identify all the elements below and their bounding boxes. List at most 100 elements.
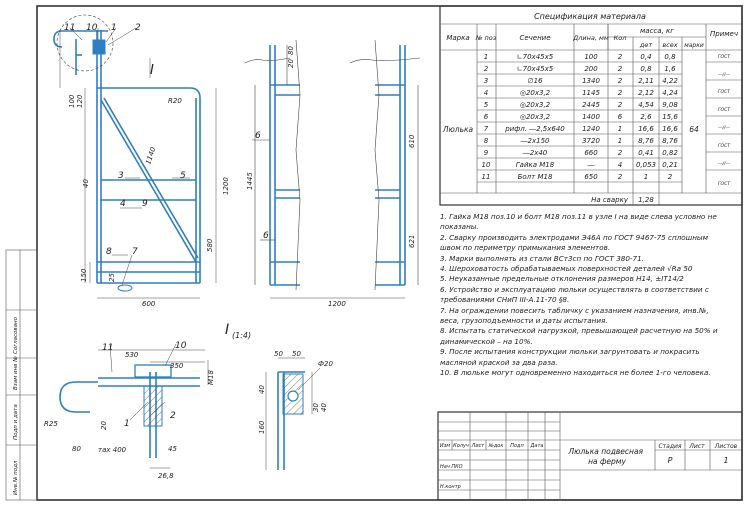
fv-detail-mark: I: [150, 63, 154, 78]
spec-cell-section: ∟70х45х5: [517, 53, 554, 61]
tb-col-list: Лист: [471, 443, 486, 449]
note-item: 4. Шероховатость обрабатываемых поверхно…: [440, 264, 693, 274]
fv-dim-600: 600: [142, 300, 156, 308]
spec-cell-length: 1240: [582, 125, 600, 133]
spec-weld-label: На сварку: [591, 196, 629, 204]
spec-cell-m2: 16,6: [662, 125, 678, 133]
node-dim-m18: М18: [207, 370, 215, 385]
spec-cell-qty: 2: [618, 149, 623, 157]
note-item: 6. Устройство и эксплуатацию люльки осущ…: [440, 284, 709, 305]
spec-cell-m2: 0,82: [662, 149, 678, 157]
tb-col-izm: Изм: [440, 443, 450, 449]
fv-dim-1140: 1140: [144, 146, 157, 166]
fv-callout-10: 10: [86, 23, 98, 33]
tb-nkontr: Н.контр: [440, 484, 461, 490]
node-dim-r25: R25: [44, 420, 58, 428]
spec-cell-section: Болт М18: [518, 173, 553, 181]
spec-cell-m1: 0,8: [640, 65, 652, 73]
sv-dim-1200: 1200: [328, 300, 346, 308]
spec-cell-m1: 1: [644, 173, 648, 181]
spec-cell-section: ∟70х45х5: [517, 65, 554, 73]
spec-cell-qty: 2: [618, 77, 623, 85]
sec-dim-30: 30: [312, 403, 320, 412]
node-dim-350: 350: [170, 362, 184, 370]
spec-cell-length: 3720: [582, 137, 600, 145]
node-dim-26-8: 26,8: [158, 472, 174, 480]
spec-header-pos: № поз: [475, 34, 497, 42]
node-title: I: [225, 322, 229, 338]
fv-callout-2: 2: [135, 23, 141, 33]
spec-header-mark: Марка: [446, 34, 469, 42]
spec-header-length: Длина, мм: [572, 34, 609, 42]
node-dim-max400: тах 400: [98, 446, 127, 454]
spec-cell-pos: 7: [484, 125, 489, 133]
sv-callout-6a: 6: [255, 131, 261, 141]
spec-cell-pos: 11: [482, 173, 491, 181]
tb-col-ndok: №док: [488, 443, 504, 449]
fv-dim-25: 25: [108, 273, 116, 282]
tb-stage-h: Стадия: [658, 443, 681, 450]
note-item: 1. Гайка М18 поз.10 и болт М18 поз.11 в …: [440, 212, 717, 232]
spec-cell-section: ―2х40: [522, 149, 548, 157]
spec-cell-section: ◎20х3,2: [520, 101, 551, 109]
spec-title: Спецификация материала: [534, 12, 646, 21]
spec-header-mass: масса, кг: [640, 27, 674, 35]
spec-cell-m1: 2,11: [638, 77, 654, 85]
svg-text:ГОСТ: ГОСТ: [718, 143, 731, 149]
side-stamp: [5, 249, 38, 501]
fv-dim-1200: 1200: [222, 177, 230, 195]
spec-cell-length: 100: [584, 53, 598, 61]
node-callout-11: 11: [102, 343, 113, 353]
spec-cell-qty: 1: [618, 125, 622, 133]
node-dim-45: 45: [168, 445, 177, 453]
tb-stage: Р: [668, 456, 673, 465]
spec-cell-m1: 8,76: [638, 137, 654, 145]
tb-title-line: Люлька подвесная на ферму: [568, 447, 646, 466]
spec-cell-qty: 1: [618, 137, 622, 145]
fv-dim-r20: R20: [168, 97, 182, 105]
spec-cell-pos: 9: [484, 149, 489, 157]
tb-sheet-h: Лист: [688, 443, 705, 450]
node-callout-1: 1: [124, 419, 130, 429]
spec-cell-m1: 0,4: [640, 53, 651, 61]
stamp-soglasovano: Согласовано: [13, 316, 19, 354]
stamp-vzam: Взам инв №: [13, 356, 19, 390]
spec-cell-m2: 9,08: [662, 101, 678, 109]
sec-dim-40a: 40: [258, 385, 266, 394]
fv-dim-40: 40: [82, 179, 90, 188]
spec-header-mass-item: дет: [639, 41, 652, 49]
spec-cell-qty: 2: [618, 53, 623, 61]
note-item: 3. Марки выполнять из стали ВСт3сп по ГО…: [440, 253, 644, 263]
spec-cell-length: 1340: [582, 77, 600, 85]
spec-header-mass-all: всех: [662, 41, 677, 49]
fv-callout-5: 5: [180, 171, 186, 181]
note-item: 5. Неуказанные предельные отклонения раз…: [440, 274, 684, 284]
spec-cell-m2: 2: [668, 173, 673, 181]
sec-dim-160: 160: [258, 420, 266, 434]
tb-col-podp: Подп: [510, 443, 524, 449]
spec-cell-m1: 2,6: [640, 113, 652, 121]
fv-callout-9: 9: [142, 199, 148, 209]
section-detail: 50 50 Ф20 40 30 40 160: [258, 350, 333, 470]
spec-cell-m1: 0,053: [636, 161, 656, 169]
sec-dim-40b: 40: [320, 403, 328, 412]
spec-cell-m2: 1,6: [664, 65, 676, 73]
spec-cell-qty: 6: [618, 113, 623, 121]
spec-mark-name: Люлька: [442, 125, 474, 134]
spec-cell-qty: 4: [618, 161, 622, 169]
spec-cell-m1: 0,41: [638, 149, 654, 157]
tb-sheets: 1: [723, 456, 728, 465]
fv-callout-8: 8: [106, 247, 112, 257]
spec-cell-qty: 2: [618, 101, 623, 109]
svg-text:―//―: ―//―: [717, 125, 731, 131]
fv-callout-4: 4: [120, 199, 126, 209]
node-dim-20: 20: [100, 421, 108, 430]
spec-cell-length: ―: [587, 161, 596, 169]
side-view: 20 80 1445 610 621 1200 6 6: [244, 39, 421, 308]
spec-cell-m2: 4,24: [662, 89, 678, 97]
node-dim-80: 80: [72, 445, 81, 453]
spec-cell-qty: 2: [618, 65, 623, 73]
